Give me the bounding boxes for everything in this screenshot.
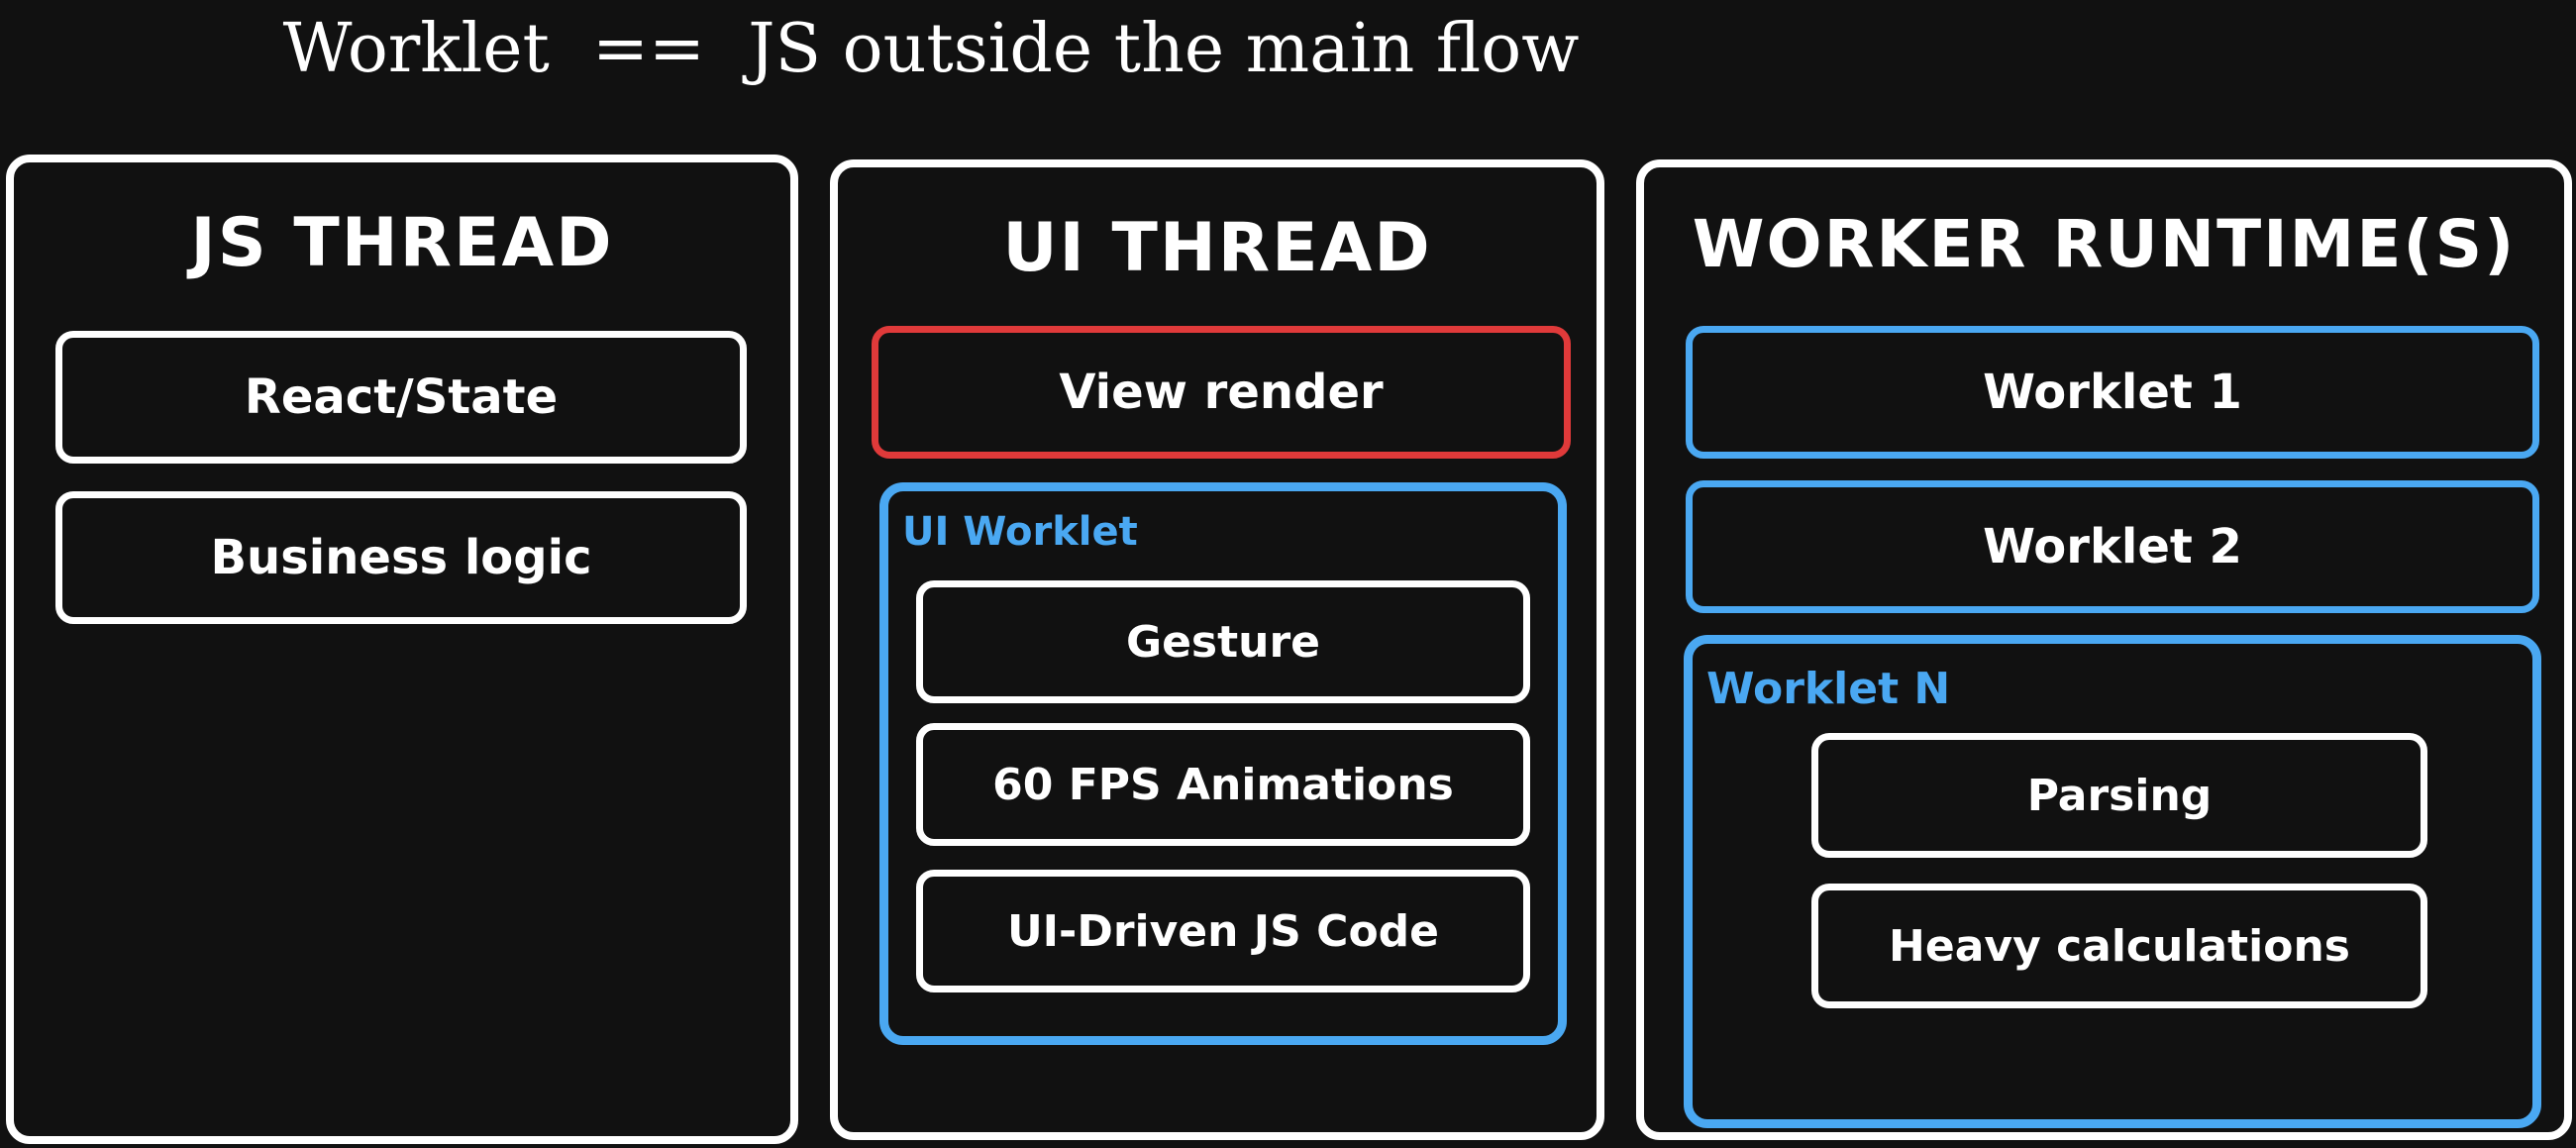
view-render-box: View render: [872, 326, 1571, 459]
worklet-n-group: Worklet N Parsing Heavy calculations: [1684, 635, 2541, 1128]
worklet-2-box: Worklet 2: [1686, 480, 2539, 613]
diagram-title: Worklet == JS outside the main flow: [282, 10, 1580, 88]
ui-thread-panel: UI THREAD View render UI Worklet Gesture…: [830, 159, 1604, 1140]
business-logic-box: Business logic: [55, 491, 747, 624]
ui-driven-js-code-box: UI-Driven JS Code: [916, 870, 1530, 992]
gesture-box: Gesture: [916, 580, 1530, 703]
fps-animations-box: 60 FPS Animations: [916, 723, 1530, 846]
parsing-box: Parsing: [1811, 733, 2427, 858]
react-state-box: React/State: [55, 331, 747, 464]
js-thread-title: JS THREAD: [190, 204, 614, 282]
heavy-calculations-box: Heavy calculations: [1811, 884, 2427, 1008]
js-thread-panel: JS THREAD React/State Business logic: [6, 155, 798, 1144]
worklet-n-label: Worklet N: [1706, 664, 1951, 714]
worklet-1-box: Worklet 1: [1686, 326, 2539, 459]
worker-runtimes-title: WORKER RUNTIME(S): [1692, 206, 2517, 282]
ui-worklet-label: UI Worklet: [902, 509, 1138, 555]
ui-thread-title: UI THREAD: [1002, 209, 1432, 287]
ui-worklet-group: UI Worklet Gesture 60 FPS Animations UI-…: [879, 482, 1567, 1045]
worker-runtimes-panel: WORKER RUNTIME(S) Worklet 1 Worklet 2 Wo…: [1636, 159, 2572, 1140]
